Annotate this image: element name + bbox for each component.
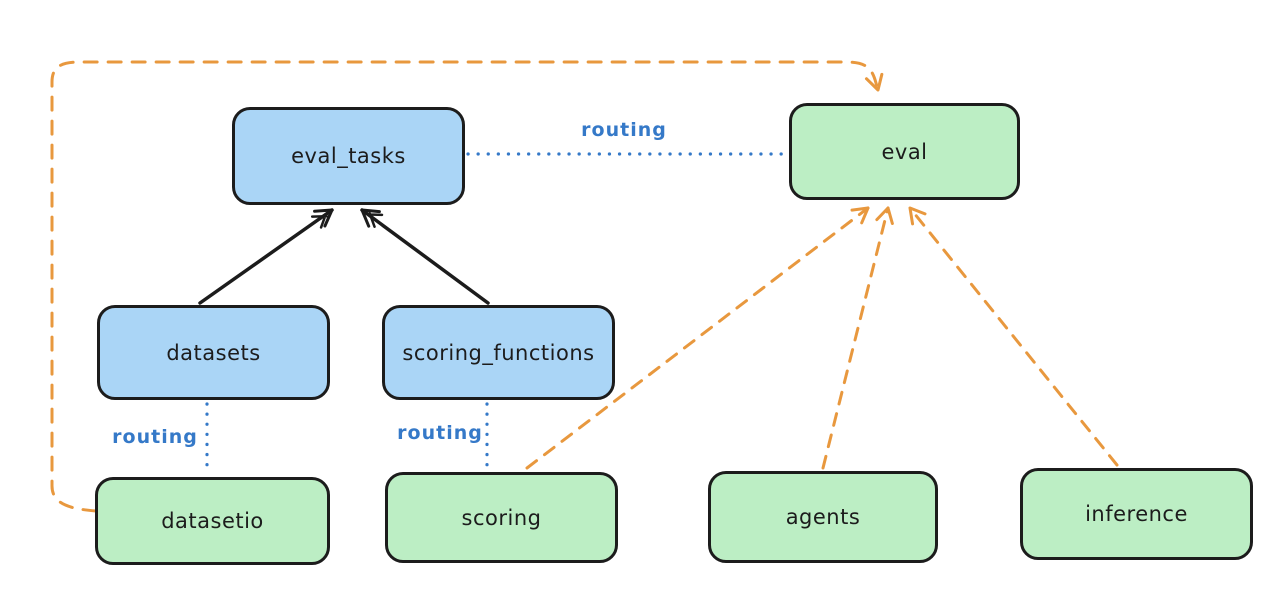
node-scoring-label: scoring: [461, 505, 542, 530]
edge-datasets-to-eval-tasks: [198, 208, 334, 305]
edge-label-routing-eval-tasks-eval: routing: [581, 119, 667, 141]
edge-label-routing-datasets-datasetio: routing: [112, 426, 198, 448]
node-scoring-functions-label: scoring_functions: [402, 340, 595, 365]
node-scoring-functions: scoring_functions: [382, 305, 615, 400]
node-eval-label: eval: [881, 139, 928, 164]
edge-agents-to-eval: [821, 206, 894, 470]
node-datasets: datasets: [97, 305, 330, 400]
node-inference: inference: [1020, 468, 1253, 560]
edge-scoring-functions-to-eval-tasks: [360, 208, 490, 305]
edge-scoring-to-eval: [525, 206, 870, 470]
node-datasetio: datasetio: [95, 477, 330, 565]
node-agents-label: agents: [785, 505, 861, 529]
node-datasetio-label: datasetio: [161, 509, 264, 533]
node-inference-label: inference: [1085, 502, 1188, 526]
node-datasets-label: datasets: [166, 340, 261, 365]
node-scoring: scoring: [385, 472, 618, 563]
edge-label-routing-scoring-functions-scoring: routing: [397, 422, 483, 444]
node-eval-tasks: eval_tasks: [232, 107, 465, 205]
node-eval-tasks-label: eval_tasks: [291, 144, 406, 168]
node-eval: eval: [789, 103, 1020, 200]
edge-inference-to-eval: [908, 206, 1119, 467]
node-agents: agents: [708, 471, 938, 563]
edge-datasetio-to-eval: [50, 60, 884, 513]
